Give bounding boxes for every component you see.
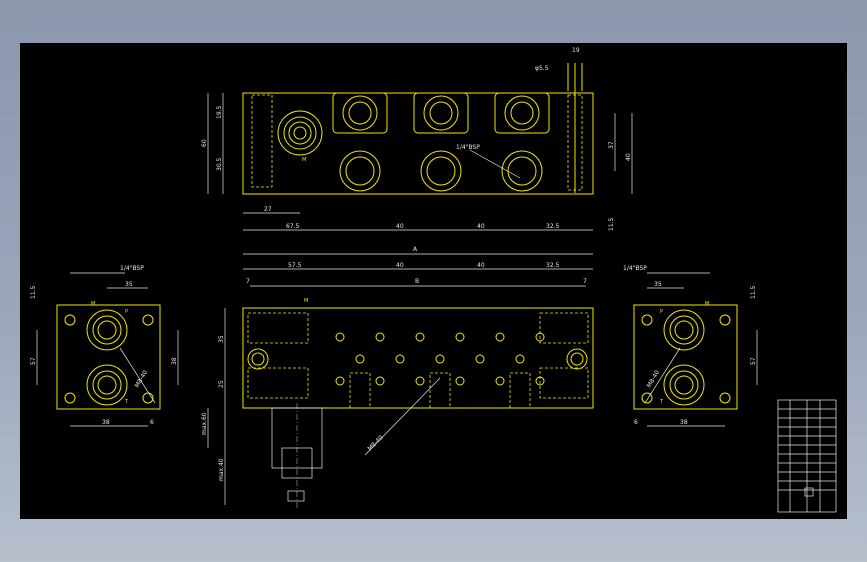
dim-right-bottom: 38 [680,419,688,426]
dim-left-diag: M8-40 [134,369,150,389]
right-thread-callout: 1/4"BSP [623,265,647,272]
dim-left-bottom-small: 6 [150,419,154,426]
dim-left-bottom: 38 [102,419,110,426]
dim-front-inner: B [415,278,419,285]
dim-top-right-height: 37 [608,141,615,149]
dim-right-bottom-small: 6 [634,419,638,426]
top-view: M 60 19.5 30.5 27 [201,47,633,231]
top-view-dimensions: 60 19.5 30.5 27 67.5 40 40 32.5 37 40 11… [201,47,633,231]
dim-left-height: 57 [30,357,37,365]
dim-top-pitch-1: 67.5 [286,223,300,230]
dim-front-depth-1: max.60 [201,412,208,435]
dim-top-total-height: 60 [201,139,208,147]
right-port-t: T [659,399,664,405]
left-port-t: T [124,399,129,405]
dim-right-diag: M8-40 [646,369,662,389]
front-bolt-holes [335,332,545,386]
right-port-m: M [705,301,709,307]
dim-top-left-offset: 27 [264,206,272,213]
dim-front-edge-left: 7 [246,278,250,285]
dim-top-a: 19 [572,47,580,54]
left-view-dimensions: 1/4"BSP 35 11.5 57 38 38 6 M8-40 [30,265,179,427]
dim-front-edge-right: 7 [583,278,587,285]
dim-top-right-total: 40 [625,153,632,161]
cad-viewport[interactable]: M 60 19.5 30.5 27 [20,43,847,519]
right-port-p: P [660,309,663,315]
left-port-p: P [125,309,128,315]
top-upper-ports [332,92,550,134]
top-thread-callout: 1/4"BSP [456,144,480,151]
dim-top-pitch-2: 40 [396,223,404,230]
dim-top-lower-height: 30.5 [216,157,223,171]
dim-left-right-h: 38 [171,357,178,365]
dim-front-seg-4: 32.5 [546,262,560,269]
dim-front-seg-2: 40 [396,262,404,269]
front-view: M A 57.5 40 [201,246,594,508]
dim-front-depth-2: max.40 [218,458,225,481]
dim-left-width-top: 35 [125,281,133,288]
cad-drawing: M 60 19.5 30.5 27 [30,47,837,513]
dim-front-seg-1: 57.5 [288,262,302,269]
dim-top-upper-height: 19.5 [216,105,223,119]
dim-right-width-top: 35 [654,281,662,288]
dim-right-top: 11.5 [750,285,757,299]
dim-front-overall: A [413,246,418,253]
title-block [777,399,837,513]
front-view-dimensions: A 57.5 40 40 32.5 7 B 7 35 25 max.60 max… [201,246,593,505]
front-view-outline [242,307,594,409]
dim-front-height-lower: 25 [218,380,225,388]
top-port-label: M [302,157,306,163]
left-port-m: M [91,301,95,307]
dim-top-b: φ5.5 [535,65,549,72]
left-side-view: M P T 1/4"BSP 35 11.5 57 38 38 6 M8-40 [30,265,179,427]
front-port-label: M [304,298,308,304]
dim-left-top: 11.5 [30,285,37,299]
right-side-view: M P T 1/4"BSP 35 11.5 57 38 6 M8-40 [623,265,758,427]
top-lower-ports [339,150,543,192]
dim-top-pitch-3: 40 [477,223,485,230]
dim-top-pitch-4: 32.5 [546,223,560,230]
dim-front-height-upper: 35 [218,335,225,343]
left-thread-callout: 1/4"BSP [120,265,144,272]
dim-front-diag: M8-40 [366,434,384,452]
dim-top-bottom-right: 11.5 [608,217,615,231]
right-view-outline [633,304,738,410]
right-view-dimensions: 1/4"BSP 35 11.5 57 38 6 M8-40 [623,265,758,427]
dim-right-height: 57 [750,357,757,365]
dim-front-seg-3: 40 [477,262,485,269]
left-view-outline [56,304,161,410]
